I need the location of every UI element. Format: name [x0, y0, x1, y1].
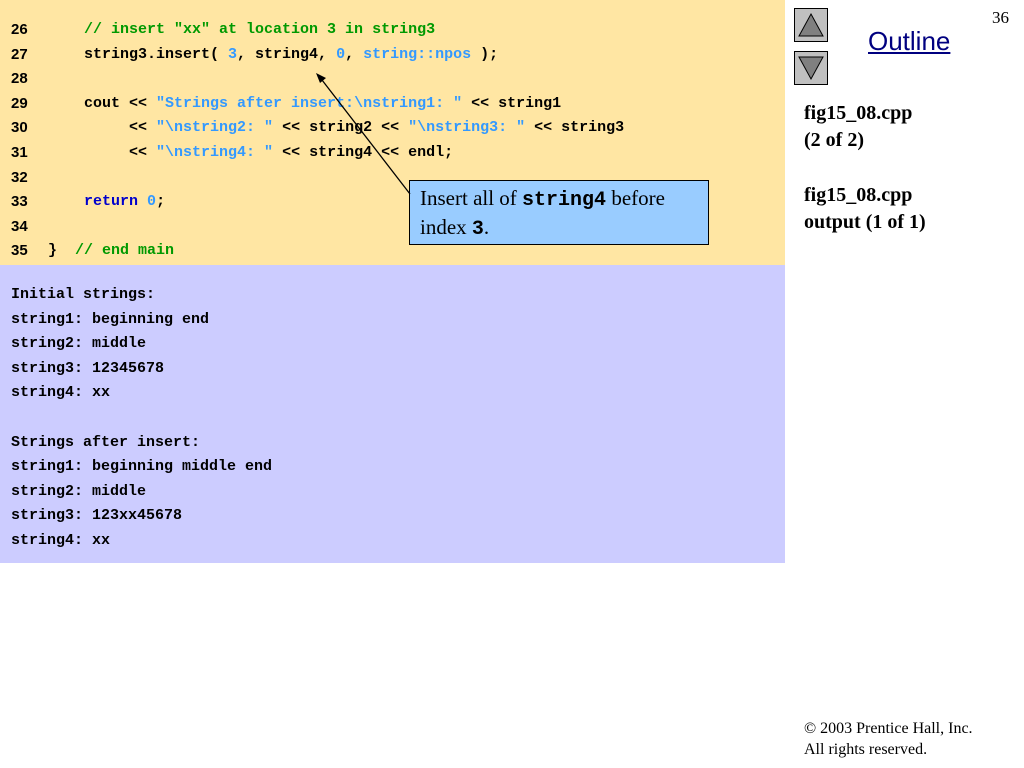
callout-text-mid: before index — [420, 186, 665, 239]
output-line: Initial strings: — [11, 286, 156, 303]
rights-line: All rights reserved. — [804, 741, 928, 758]
copyright-line: © 2003 Prentice Hall, Inc. — [804, 718, 973, 739]
line-number: 34 — [11, 217, 28, 235]
line-number: 29 — [11, 94, 28, 112]
line-number: 35 — [11, 242, 28, 260]
copyright-text: 2003 Prentice Hall, Inc. — [816, 720, 973, 737]
code-text: cout << "Strings after insert:\nstring1:… — [48, 94, 562, 112]
code-text: string3.insert( 3, string4, 0, string::n… — [48, 45, 499, 63]
output-line: string1: beginning end — [11, 310, 210, 328]
output-line: string4: xx — [11, 384, 111, 402]
output-line: Strings after insert: — [11, 433, 201, 451]
file-info-code: fig15_08.cpp (2 of 2) — [804, 100, 912, 154]
output-line: string1: beginning middle end — [11, 458, 273, 476]
next-slide-button[interactable] — [794, 51, 828, 85]
line-number: 27 — [11, 45, 28, 63]
callout-code-string4: string4 — [522, 189, 607, 212]
outline-link[interactable]: Outline — [868, 26, 951, 56]
slide-number: 36 — [992, 8, 1009, 27]
triangle-down-icon — [798, 56, 824, 81]
line-number: 32 — [11, 168, 28, 186]
code-text: << "\nstring2: " << string2 << "\nstring… — [48, 119, 625, 137]
code-text: } // end main — [48, 242, 175, 260]
output-line: string2: middle — [11, 335, 147, 353]
callout-text-pre: Insert all of — [420, 186, 523, 210]
output-line: string2: middle — [11, 482, 147, 500]
file-part: (2 of 2) — [804, 129, 864, 151]
line-number: 30 — [11, 119, 28, 137]
line-number: 33 — [11, 193, 28, 211]
callout-note: Insert all of string4 before index 3. — [409, 180, 709, 245]
copyright: © 2003 Prentice Hall, Inc. All rights re… — [804, 718, 973, 760]
output-line: string4: xx — [11, 532, 111, 549]
file-name: fig15_08.cpp — [804, 184, 913, 206]
output-line: string3: 123xx45678 — [11, 507, 183, 525]
callout-text-post: . — [483, 215, 490, 239]
code-text: // insert "xx" at location 3 in string3 — [84, 21, 436, 38]
copyright-icon: © — [804, 720, 817, 737]
code-text: << "\nstring4: " << string4 << endl; — [48, 144, 454, 161]
output-line: string3: 12345678 — [11, 359, 165, 377]
line-number: 28 — [11, 70, 28, 88]
file-part: output (1 of 1) — [804, 211, 926, 233]
code-text: return 0; — [84, 193, 166, 211]
output-panel — [0, 265, 785, 563]
previous-slide-button[interactable] — [794, 8, 828, 42]
callout-code-index: 3 — [471, 218, 484, 241]
file-name: fig15_08.cpp — [804, 102, 913, 124]
line-number: 26 — [11, 21, 28, 38]
file-info-output: fig15_08.cpp output (1 of 1) — [804, 182, 926, 236]
line-number: 31 — [11, 144, 28, 161]
triangle-up-icon — [798, 12, 824, 37]
